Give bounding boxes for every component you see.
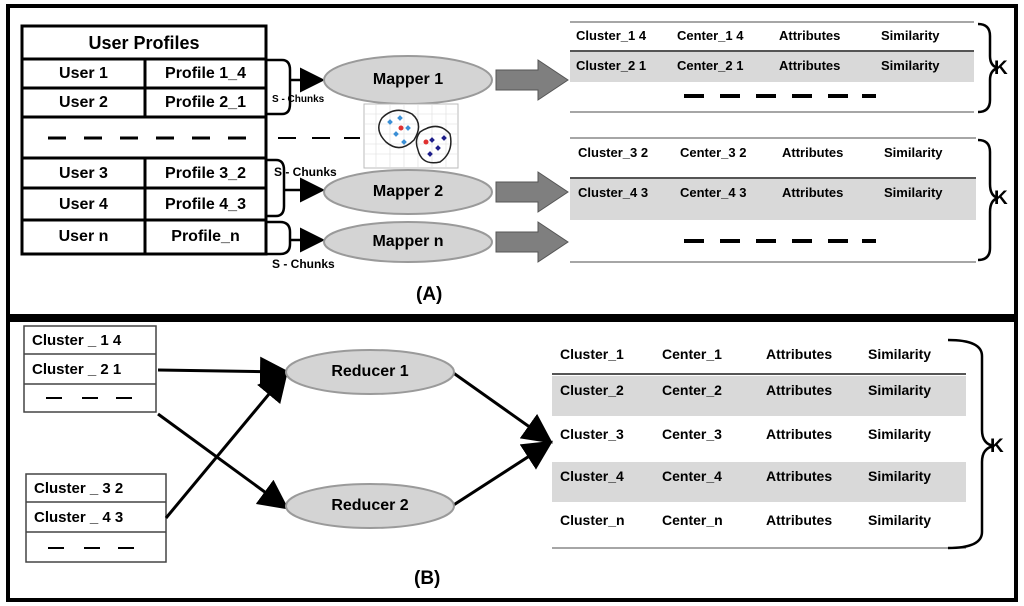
mapper-output-row: Cluster_2 1 Center_2 1 Attributes Simila… — [576, 57, 940, 73]
reducer-input-top — [23, 325, 157, 413]
mapper-output-row: Cluster_1 4 Center_1 4 Attributes Simila… — [576, 27, 940, 43]
k-label-top: K — [994, 58, 1008, 79]
reducer-output-row: Cluster_3 Center_3 Attributes Similarity — [560, 426, 932, 442]
mapper-1-label: Mapper 1 — [372, 71, 444, 88]
user-2-cell: User 2 — [59, 94, 108, 111]
profile-1-cell: Profile 1_4 — [165, 65, 246, 82]
mapper-2-label: Mapper 2 — [372, 183, 444, 200]
profile-2-cell: Profile 2_1 — [165, 94, 246, 111]
reducer-input-cell: Cluster _ 4 3 — [34, 509, 124, 526]
reducer-input-cell: Cluster _ 1 4 — [32, 332, 122, 349]
caption-a: (A) — [416, 284, 443, 305]
chunk-label-1: S - Chunks — [272, 94, 325, 105]
user-1-cell: User 1 — [59, 65, 108, 82]
user-profiles-title: User Profiles — [88, 32, 200, 53]
panel-b — [6, 318, 1018, 602]
mapper-output-row: Cluster_4 3 Center_4 3 Attributes Simila… — [578, 184, 943, 200]
profile-n-cell: Profile_n — [171, 228, 240, 245]
user-4-cell: User 4 — [59, 195, 108, 213]
reducer-ellipses — [285, 349, 455, 529]
chunk-label-3: S - Chunks — [272, 257, 335, 271]
k-label-bottom: K — [994, 188, 1008, 209]
reducer-input-cell: Cluster _ 3 2 — [34, 480, 124, 497]
reducer-arrows — [157, 356, 554, 519]
profile-4-cell: Profile 4_3 — [165, 195, 246, 213]
k-label-reducer: K — [990, 436, 1004, 457]
reducer-input-bottom — [25, 473, 167, 563]
reducer-output-row: Cluster_4 Center_4 Attributes Similarity — [560, 468, 932, 484]
cluster-scatter-thumbnail — [363, 103, 459, 169]
chunk-label-2: S - Chunks — [274, 165, 337, 179]
profile-3-cell: Profile 3_2 — [165, 164, 246, 182]
mapper-output-top — [570, 21, 999, 114]
reducer-1-label: Reducer 1 — [331, 363, 409, 380]
output-arrows — [495, 59, 569, 263]
user-profiles-table — [20, 24, 360, 256]
mapper-n-label: Mapper n — [372, 233, 444, 250]
user-n-cell: User n — [58, 228, 109, 245]
mapper-ellipses — [323, 55, 493, 263]
user-3-cell: User 3 — [59, 164, 108, 182]
reducer-2-label: Reducer 2 — [331, 497, 409, 514]
chunk-brackets — [266, 58, 325, 256]
reducer-output-row: Cluster_n Center_n Attributes Similarity — [560, 512, 932, 528]
mapper-output-bottom — [570, 137, 999, 263]
reducer-input-cell: Cluster _ 2 1 — [32, 361, 122, 378]
reducer-output-row: Cluster_1 Center_1 Attributes Similarity — [560, 346, 932, 362]
reducer-output-table — [552, 338, 995, 550]
caption-b: (B) — [414, 568, 441, 589]
mapper-output-row: Cluster_3 2 Center_3 2 Attributes Simila… — [578, 144, 943, 160]
reducer-output-row: Cluster_2 Center_2 Attributes Similarity — [560, 382, 932, 398]
